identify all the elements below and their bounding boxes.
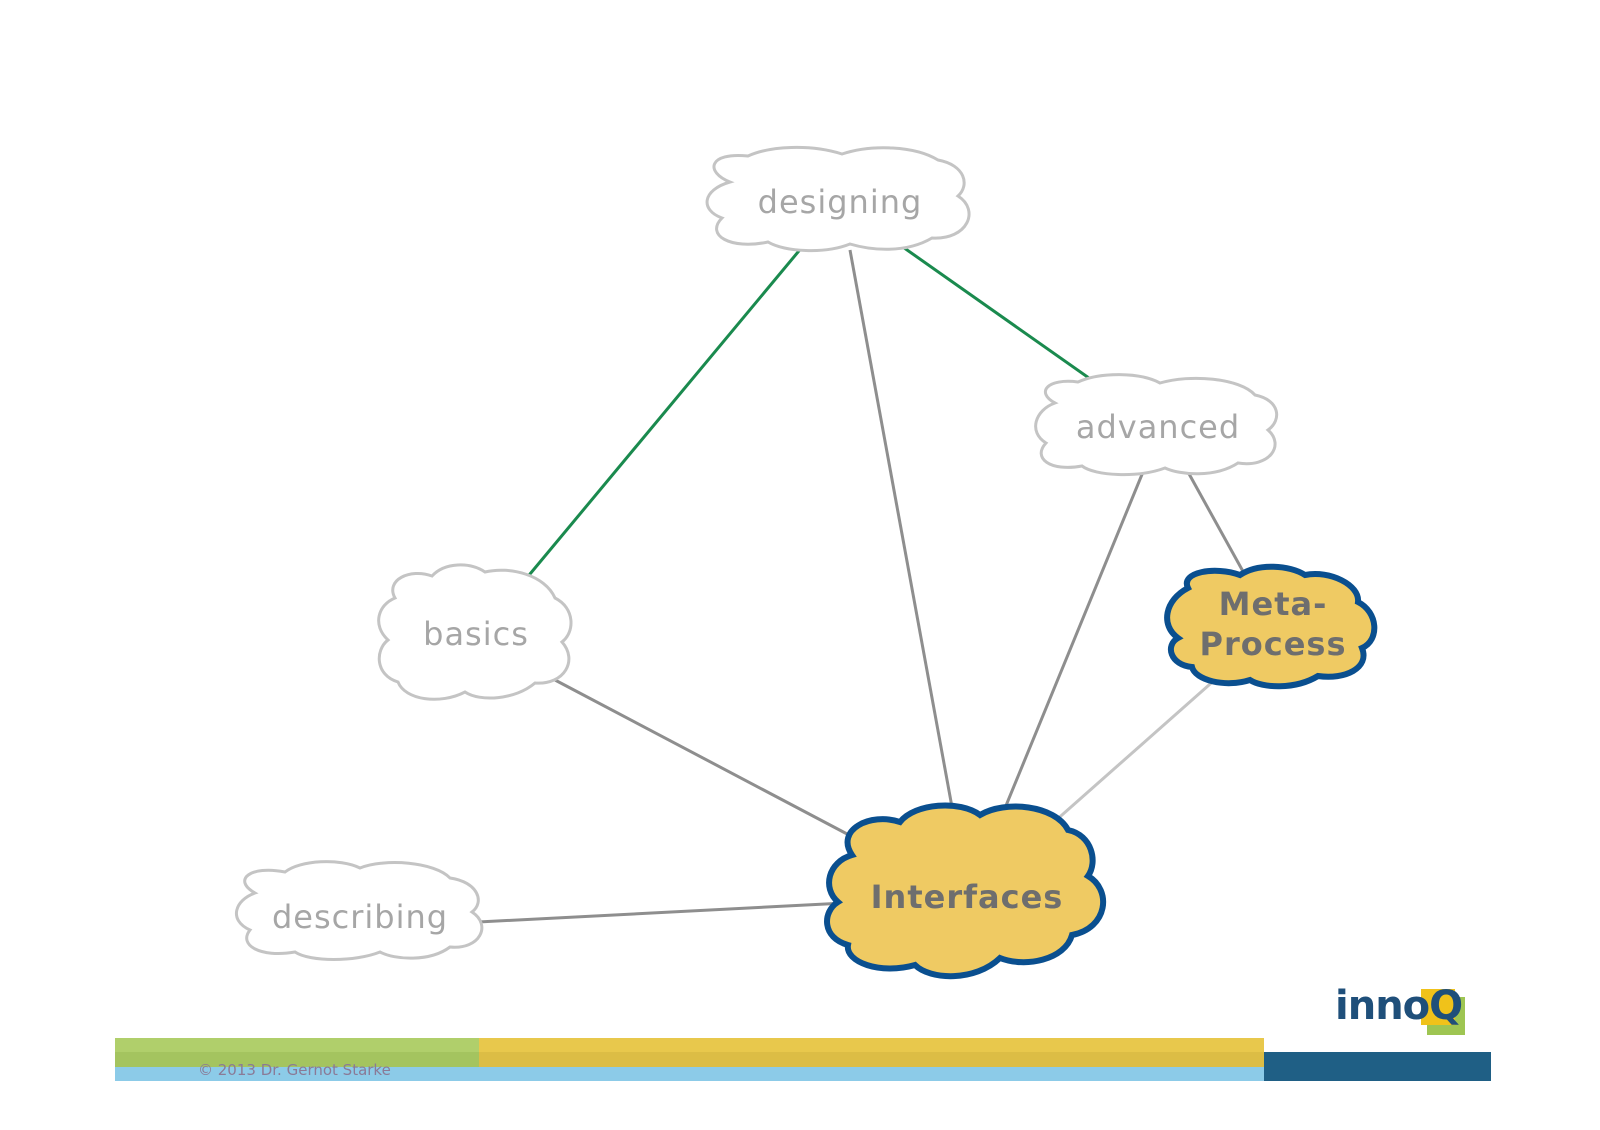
edges <box>477 239 1247 924</box>
cloud-shape <box>1034 373 1279 476</box>
node-label-line1: Meta- <box>1219 585 1328 623</box>
edge-designing-advanced <box>899 243 1107 392</box>
node-basics: basics <box>377 563 573 701</box>
edge-describing-interfaces <box>477 901 846 924</box>
node-meta-process: Meta- Process <box>1164 563 1378 690</box>
cloud-shape <box>377 563 573 701</box>
logo-word: inno <box>1335 983 1430 1029</box>
node-label-line2: Process <box>1200 625 1347 663</box>
innoq-logo: innoQ <box>1335 983 1475 1035</box>
node-label: describing <box>272 898 448 936</box>
cloud-shape <box>234 860 484 961</box>
node-label: advanced <box>1076 408 1240 446</box>
cloud-shape <box>1164 563 1378 690</box>
edge-advanced-interfaces <box>994 471 1145 831</box>
node-describing: describing <box>234 860 484 961</box>
edge-meta-interfaces <box>1044 675 1219 832</box>
node-label: basics <box>423 615 529 653</box>
cloud-shape <box>824 802 1106 980</box>
edge-advanced-meta <box>1186 471 1247 576</box>
logo-yellow-square <box>1421 989 1455 1025</box>
logo-q: Q <box>1429 983 1463 1029</box>
edge-basics-interfaces <box>554 678 869 847</box>
node-advanced: advanced <box>1034 373 1279 476</box>
node-label: designing <box>758 183 923 221</box>
edge-designing-basics <box>523 239 810 581</box>
logo-text: innoQ <box>1335 983 1463 1029</box>
node-interfaces: Interfaces <box>824 802 1106 980</box>
edge-designing-interfaces <box>848 249 956 819</box>
node-designing: designing <box>705 146 971 252</box>
copyright-text: © 2013 Dr. Gernot Starke <box>198 1061 391 1079</box>
node-label: Interfaces <box>871 878 1064 916</box>
cloud-shape <box>705 146 971 252</box>
